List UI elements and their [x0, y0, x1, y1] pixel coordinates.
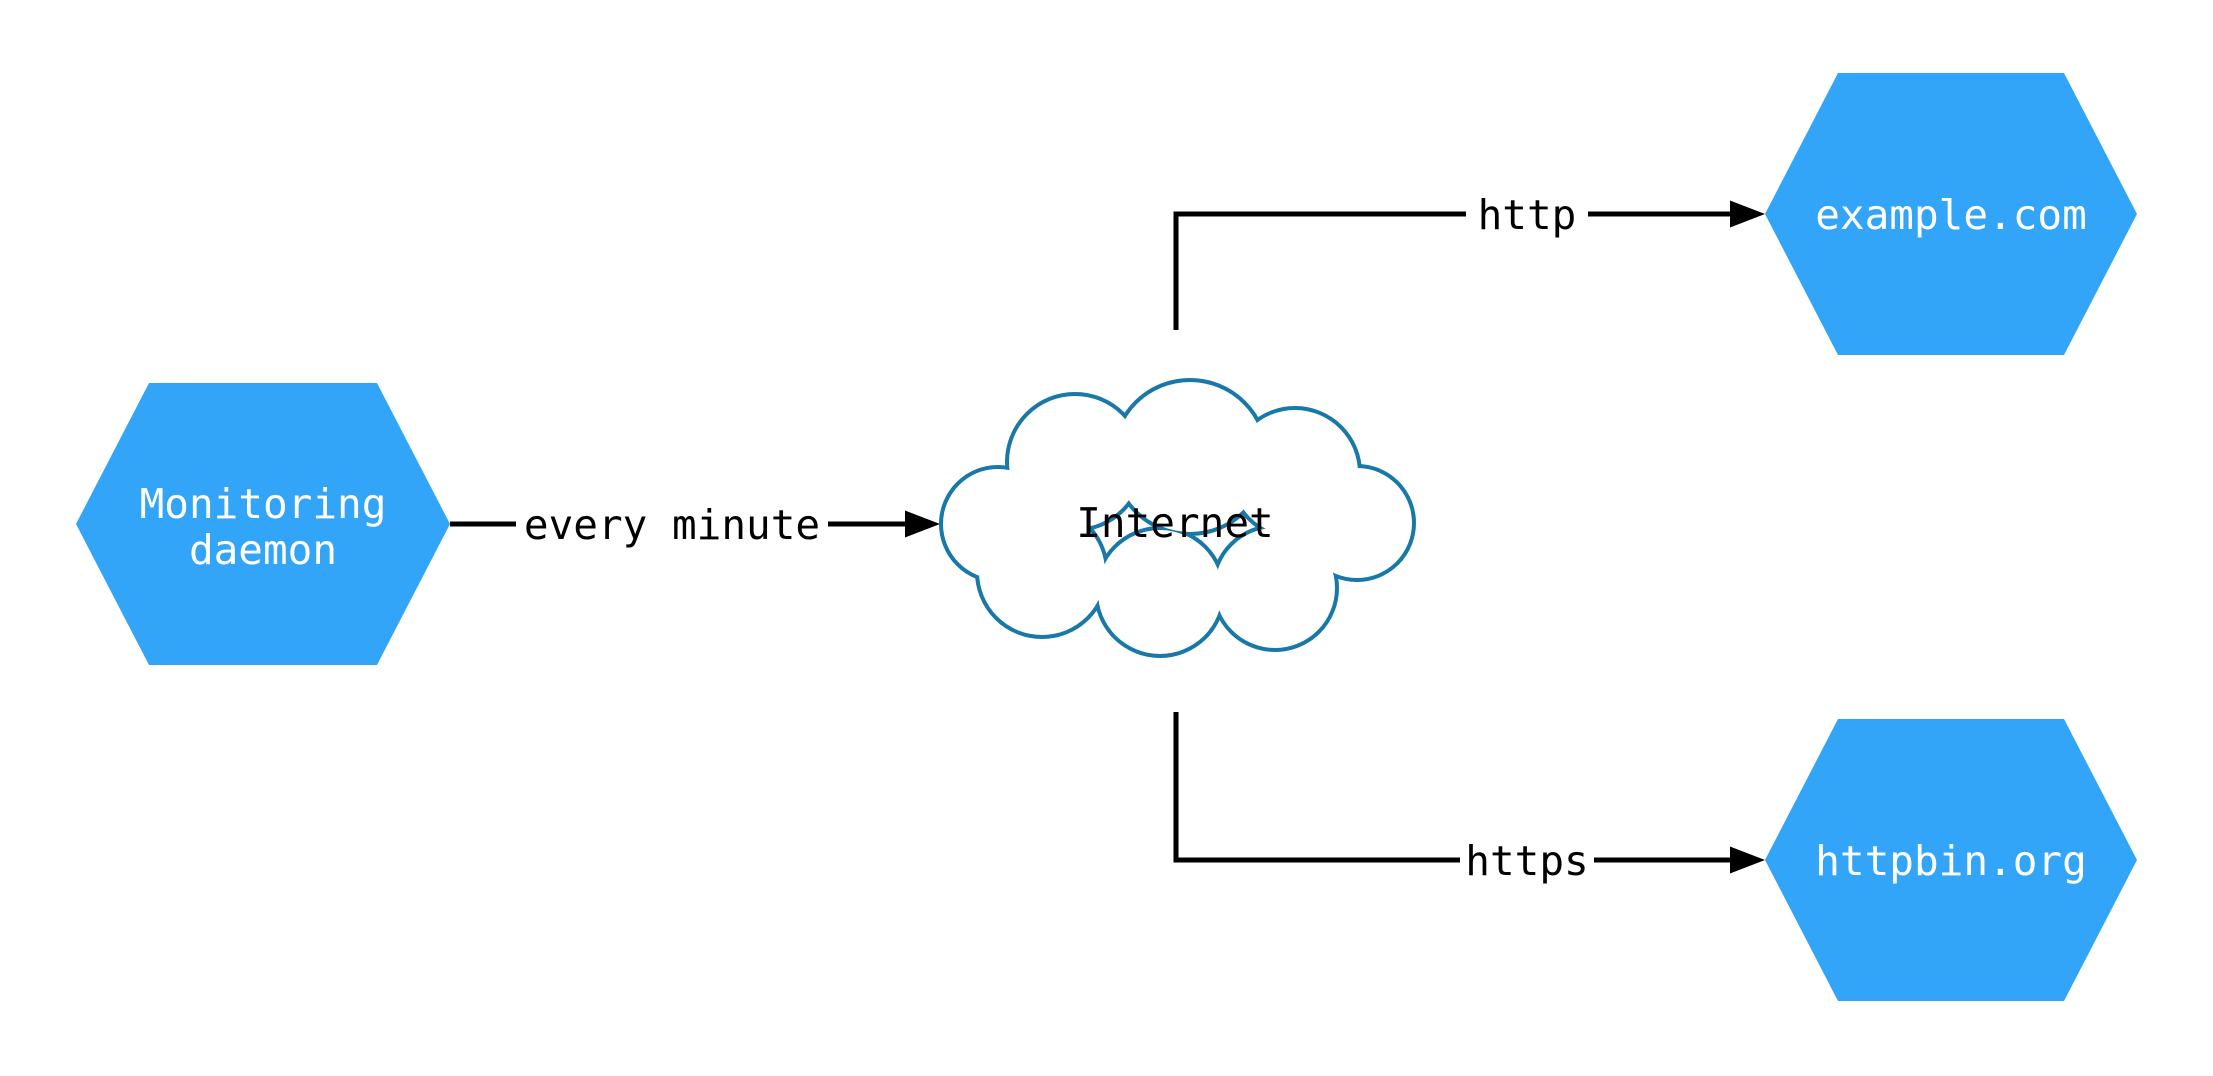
node-label-example-com: example.com [1815, 191, 2087, 239]
edge-line-http [1173, 211, 1732, 330]
node-httpbin-org: httpbin.org [1765, 719, 2137, 1001]
edge-internet-httpbin: https [1173, 712, 1765, 887]
edge-label-https: https [1465, 837, 1588, 885]
arrowhead-into-example [1730, 200, 1765, 228]
hexagon-example-com [1765, 73, 2137, 355]
edge-label-http: http [1478, 191, 1577, 239]
node-label-httpbin-org: httpbin.org [1815, 837, 2087, 885]
node-internet-cloud: Internet [939, 378, 1416, 658]
edge-monitoring-internet: every minute [450, 497, 940, 551]
node-example-com: example.com [1765, 73, 2137, 355]
node-label-internet: Internet [1076, 499, 1273, 547]
edge-label-bg-https [1460, 833, 1594, 887]
edge-line-https [1173, 712, 1732, 863]
edge-internet-example: http [1173, 187, 1765, 330]
cloud-body [943, 382, 1412, 654]
edge-label-bg-every-minute [516, 497, 828, 551]
edge-label-every-minute: every minute [524, 501, 820, 549]
hexagon-monitoring-daemon [76, 383, 450, 665]
arrowhead-into-internet [905, 510, 940, 538]
node-monitoring-daemon: Monitoring daemon [76, 383, 450, 665]
hexagon-httpbin-org [1765, 719, 2137, 1001]
edge-label-bg-http [1466, 187, 1588, 241]
node-label-monitoring-line1: Monitoring [140, 480, 387, 528]
node-label-monitoring-line2: daemon [189, 526, 337, 574]
arrowhead-into-httpbin [1730, 846, 1765, 874]
